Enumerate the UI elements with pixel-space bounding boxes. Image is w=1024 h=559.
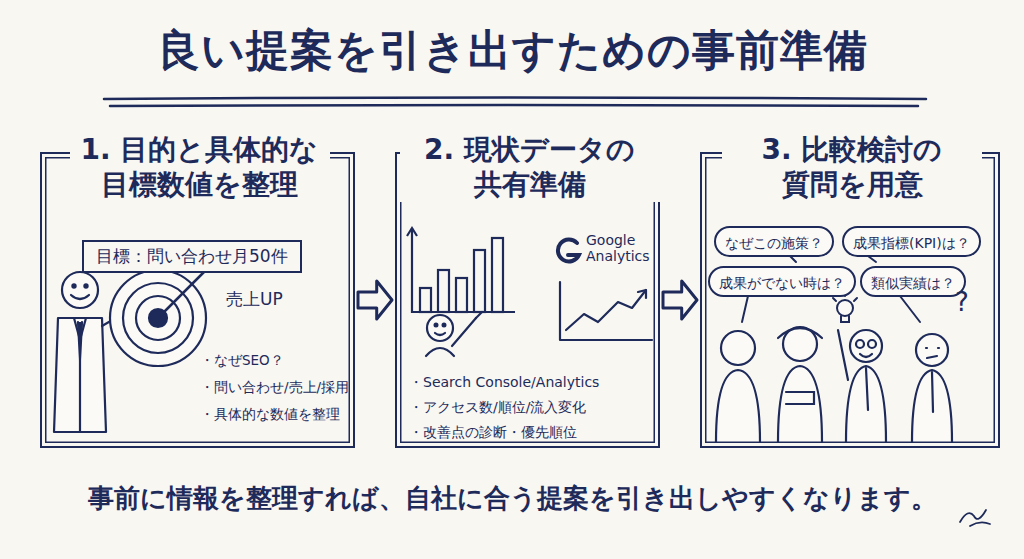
people <box>721 331 755 365</box>
people <box>912 370 952 442</box>
title-underline <box>110 105 918 106</box>
caption: 事前に情報を整理すれば、自社に合う提案を引き出しやすくなります。 <box>0 481 1024 516</box>
result-label: 売上UP <box>226 290 283 310</box>
speech-bubble: 成果指標(KPI)は？ <box>842 226 981 257</box>
bubble-tails <box>742 296 748 322</box>
panel-heading: 2. 現状データの 共有準備 <box>400 132 660 202</box>
flow-arrow <box>663 281 697 319</box>
bullet-text: ・Search Console/Analytics <box>409 374 599 391</box>
title-underline <box>104 98 926 100</box>
box-text: 目標：問い合わせ月50件 <box>96 246 288 266</box>
presenter <box>443 324 446 327</box>
presenter <box>476 312 482 318</box>
logo-text: Google Analytics <box>586 232 666 264</box>
presenter <box>452 318 476 346</box>
box-text: 類似実績は？ <box>871 275 955 292</box>
businessman <box>84 284 87 287</box>
line-chart <box>560 282 652 340</box>
box-text: 成果指標(KPI)は？ <box>853 235 970 252</box>
people <box>850 330 882 362</box>
speech-bubble: なぜこの施策？ <box>714 226 834 257</box>
presenter <box>426 348 454 356</box>
google-logo <box>558 240 579 262</box>
people <box>778 366 822 442</box>
bar-chart <box>412 228 515 312</box>
presenter <box>435 324 438 327</box>
presenter <box>427 315 453 341</box>
businessman <box>62 272 98 308</box>
bar-chart <box>420 288 431 312</box>
businessman <box>71 295 89 299</box>
panel-heading: 1. 目的と具体的な 目標数値を整理 <box>70 132 330 202</box>
people <box>786 392 814 404</box>
presenter <box>435 333 445 335</box>
people <box>916 334 948 366</box>
people <box>838 330 848 380</box>
line-chart <box>638 290 646 298</box>
people <box>716 327 952 442</box>
businessman <box>79 360 81 432</box>
bubble-tails <box>900 296 920 322</box>
bar-chart <box>407 228 515 312</box>
lightbulb <box>837 300 853 316</box>
people <box>927 356 937 358</box>
bullet-text: ・具体的な数値を整理 <box>200 406 340 422</box>
bullet-text: ・なぜSEO？ <box>200 352 284 368</box>
people <box>860 354 872 357</box>
bullet-text: ・アクセス数/順位/流入変化 <box>409 399 586 416</box>
lightbulb <box>841 316 849 322</box>
bar-chart <box>438 270 449 312</box>
signature <box>960 510 990 526</box>
flow-arrow <box>358 281 392 319</box>
step-panel: 2. 現状データの 共有準備・Search Console/Analytics・… <box>395 152 660 448</box>
people <box>856 340 864 348</box>
bar-chart <box>474 250 485 312</box>
people <box>778 328 822 338</box>
title-underline <box>104 98 926 107</box>
businessman <box>78 322 82 360</box>
presenter <box>426 312 482 356</box>
line-chart <box>560 282 652 340</box>
google-logo <box>558 240 579 262</box>
bar-chart <box>456 278 467 312</box>
businessman <box>72 284 75 287</box>
box-text: 成果がでない時は？ <box>719 275 845 292</box>
businessman <box>54 318 106 432</box>
bullet-text: ・問い合わせ/売上/採用 <box>200 379 349 395</box>
speech-bubble: 類似実績は？ <box>860 266 966 297</box>
line-chart <box>566 290 646 330</box>
people <box>926 347 939 349</box>
question-mark: ? <box>955 288 969 318</box>
bar-chart <box>407 228 417 236</box>
people <box>866 368 868 410</box>
goal-box: 目標：問い合わせ月50件 <box>82 240 302 273</box>
people <box>846 366 886 442</box>
panel-heading: 3. 比較検討の 質問を用意 <box>722 132 982 202</box>
people <box>868 340 876 348</box>
people <box>716 370 760 442</box>
bar-chart <box>492 238 503 312</box>
people <box>932 372 933 412</box>
step-panel: 1. 目的と具体的な 目標数値を整理・なぜSEO？・問い合わせ/売上/採用・具体… <box>40 152 355 448</box>
bullet-text: ・改善点の診断・優先順位 <box>409 424 577 441</box>
title: 良い提案を引き出すための事前準備 <box>0 22 1024 80</box>
signature <box>960 510 990 526</box>
box-text: なぜこの施策？ <box>725 235 823 252</box>
speech-bubble: 成果がでない時は？ <box>708 266 856 297</box>
